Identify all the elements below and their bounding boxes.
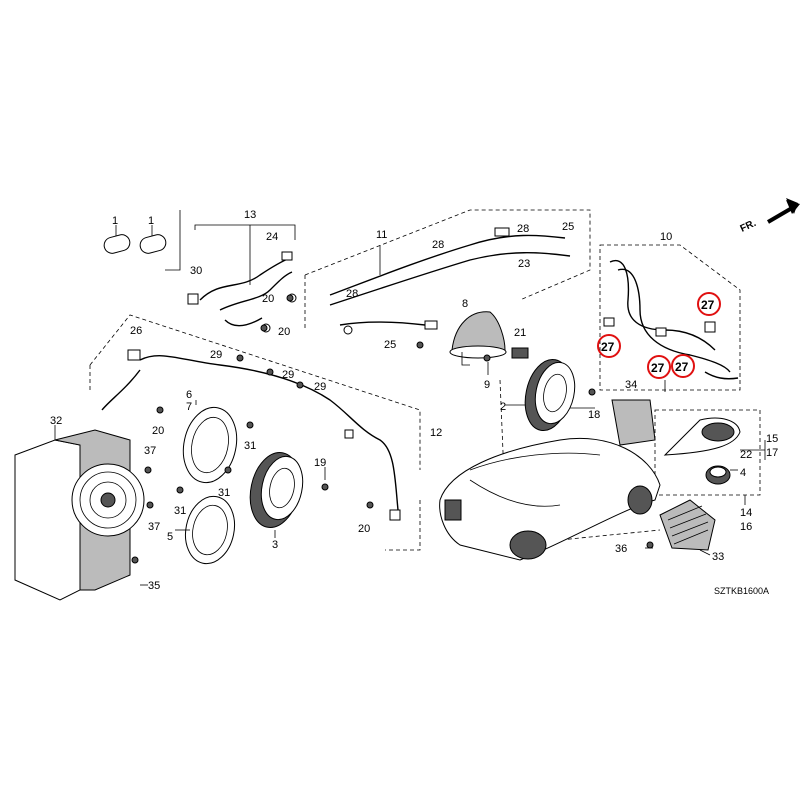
callout-21: 21 [514,327,526,339]
callout-29b: 29 [282,369,294,381]
callout-26: 26 [130,325,142,337]
callout-27a: 27 [701,298,715,312]
part-8-roof-antenna [449,311,507,366]
part1-bracket [165,210,181,271]
callout-13: 13 [244,209,256,221]
group-outlines [89,209,761,551]
part-12-harness [101,349,401,521]
callout-18: 18 [588,409,600,421]
leader-lines [140,362,766,586]
part-10-harness [603,259,739,380]
callout-4: 4 [740,467,746,479]
part-34-amplifier [611,399,656,446]
part-3-door-speaker [249,451,304,529]
part-5-speaker-gasket [184,495,236,565]
callout-8: 8 [462,298,468,310]
callout-32: 32 [50,415,62,427]
callout-29c: 29 [314,381,326,393]
highlight-27d [671,354,695,378]
fasteners [131,294,654,564]
callout-19: 19 [314,457,326,469]
callout-33: 33 [712,551,724,563]
callout-37a: 37 [144,445,156,457]
highlight-27c [647,355,671,379]
callout-1b: 1 [148,215,154,227]
part-7-speaker-bracket [182,406,238,484]
callout-28a: 28 [517,223,529,235]
part-15-tweeter-cover [663,417,741,456]
callout-31b: 31 [218,487,230,499]
callout-16: 16 [740,521,752,533]
callout-24: 24 [266,231,278,243]
highlight-27a [697,292,721,316]
callout-17: 17 [766,447,778,459]
callout-20b: 20 [278,326,290,338]
front-direction-label: FR. [739,218,758,235]
callout-15: 15 [766,433,778,445]
callout-1a: 1 [112,215,118,227]
callout-labels: 1 1 13 24 30 20 20 11 28 28 28 25 23 25 … [50,209,778,592]
part-13-harness [187,225,297,333]
callout-6: 6 [186,389,192,401]
callout-27b: 27 [601,340,615,354]
callout-5: 5 [167,531,173,543]
highlight-circles [597,292,721,379]
callout-27d: 27 [675,360,689,374]
front-direction-indicator: FR. [739,198,800,235]
harness12-box [89,314,421,470]
callout-31a: 31 [244,440,256,452]
tweeter-box [654,409,761,496]
callout-10: 10 [660,231,672,243]
part-2-speaker [524,358,576,432]
callout-27c: 27 [651,361,665,375]
callout-23: 23 [518,258,530,270]
part-33-grille [659,499,716,551]
part-32-subwoofer-enclosure [14,425,145,601]
callout-12: 12 [430,427,442,439]
part-1-grommets [103,225,167,254]
part-21-clip [511,347,529,359]
callout-11: 11 [376,229,387,241]
callout-14: 14 [740,507,752,519]
callout-37b: 37 [148,521,160,533]
callout-25a: 25 [562,221,574,233]
callout-20c: 20 [152,425,164,437]
callout-30: 30 [190,265,202,277]
vehicle-body [439,437,661,561]
callout-22: 22 [740,449,752,461]
callout-20a: 20 [262,293,274,305]
part-14-tweeter [705,465,731,485]
drawing-code: SZTKB1600A [714,586,769,596]
callout-28b: 28 [432,239,444,251]
callout-3: 3 [272,539,278,551]
harness13-bracket [194,224,296,240]
callout-7: 7 [186,401,192,413]
highlight-27b [597,334,621,358]
part-11-antenna-feeder [329,227,571,335]
callout-2: 2 [500,401,506,413]
callout-25b: 25 [384,339,396,351]
callout-20d: 20 [358,523,370,535]
callout-34: 34 [625,379,637,391]
callout-29a: 29 [210,349,222,361]
harness10-box [599,244,741,391]
callout-35: 35 [148,580,160,592]
callout-31c: 31 [174,505,186,517]
callout-28c: 28 [346,288,358,300]
callout-36: 36 [615,543,627,555]
callout-9: 9 [484,379,490,391]
antenna11-box [304,209,591,301]
